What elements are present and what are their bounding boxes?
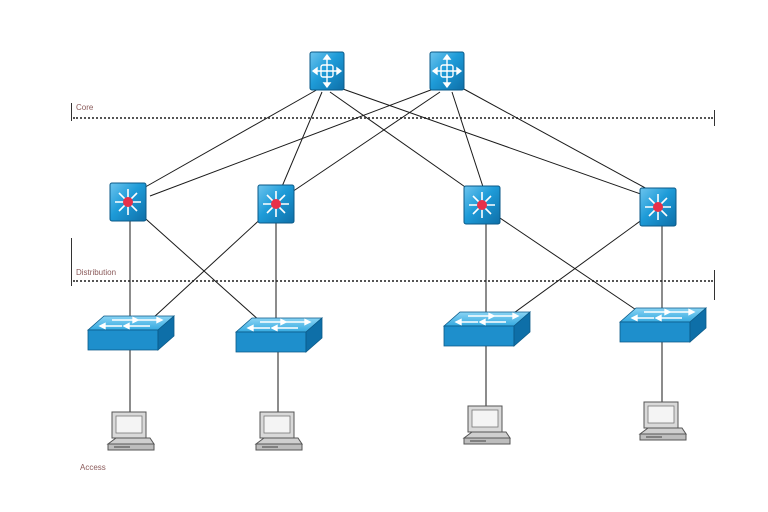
workstation-2 bbox=[254, 411, 303, 451]
computer-icon bbox=[106, 411, 155, 451]
link bbox=[329, 91, 479, 197]
distribution-layer-marker bbox=[71, 238, 72, 286]
computer-icon bbox=[254, 411, 303, 451]
link bbox=[495, 213, 651, 327]
link bbox=[149, 87, 437, 197]
computer-icon bbox=[462, 405, 511, 445]
distribution-switch-3 bbox=[463, 185, 501, 225]
access-switch-1 bbox=[86, 315, 176, 351]
link bbox=[139, 87, 321, 191]
switch-arrows-icon bbox=[454, 312, 520, 326]
distribution-layer-end-marker bbox=[714, 270, 715, 300]
computer-icon bbox=[638, 401, 687, 441]
workstation-1 bbox=[106, 411, 155, 451]
link bbox=[285, 91, 441, 197]
access-switch-3 bbox=[442, 311, 532, 347]
core-layer-label: Core bbox=[76, 103, 94, 112]
router-arrows-icon bbox=[311, 53, 343, 89]
distribution-switch-1 bbox=[109, 182, 147, 222]
router-arrows-icon bbox=[431, 53, 463, 89]
core-layer-end-marker bbox=[714, 110, 715, 126]
core-layer-marker bbox=[71, 103, 72, 121]
link bbox=[493, 213, 661, 327]
distribution-layer-label: Distribution bbox=[76, 268, 117, 277]
access-switch-4 bbox=[618, 307, 708, 343]
access-switch-2 bbox=[234, 317, 324, 353]
switch-arrows-icon bbox=[98, 316, 164, 330]
core-switch-2 bbox=[429, 51, 465, 91]
core-switch-1 bbox=[309, 51, 345, 91]
distribution-switch-4 bbox=[639, 187, 677, 227]
router-dot-icon bbox=[477, 200, 487, 210]
router-dot-icon bbox=[123, 197, 133, 207]
switch-arrows-icon bbox=[630, 308, 696, 322]
link bbox=[461, 87, 661, 197]
core-layer-separator bbox=[73, 117, 713, 119]
link bbox=[339, 87, 653, 199]
link bbox=[277, 91, 323, 197]
workstation-3 bbox=[462, 405, 511, 445]
distribution-switch-2 bbox=[257, 184, 295, 224]
network-links bbox=[129, 87, 663, 422]
switch-arrows-icon bbox=[246, 318, 312, 332]
router-dot-icon bbox=[653, 202, 663, 212]
workstation-4 bbox=[638, 401, 687, 441]
distribution-layer-separator bbox=[73, 280, 713, 282]
router-dot-icon bbox=[271, 199, 281, 209]
link bbox=[451, 91, 487, 197]
link bbox=[139, 213, 267, 331]
access-layer-label: Access bbox=[80, 463, 106, 472]
